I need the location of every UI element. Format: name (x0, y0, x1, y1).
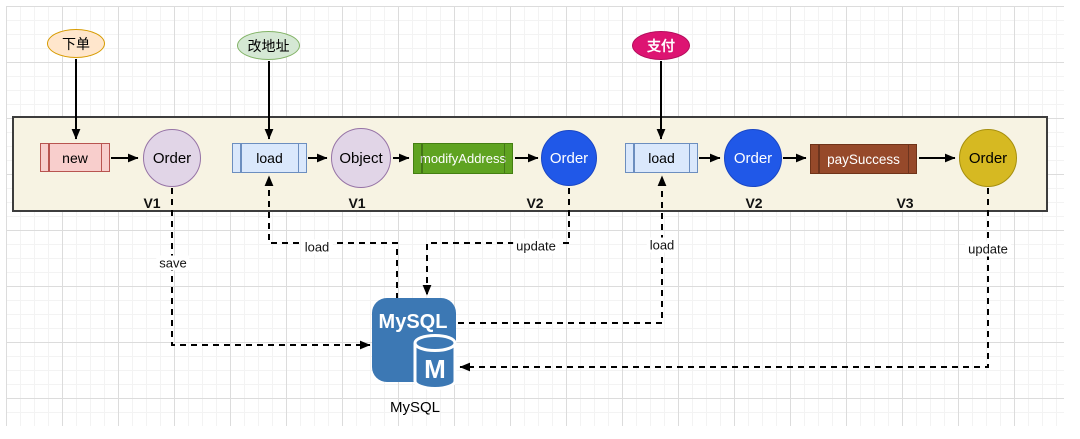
entity-object: Object (331, 128, 391, 188)
trigger-place-order-label: 下单 (62, 35, 90, 52)
entity-order-v2a-label: Order (549, 149, 589, 167)
process-modify-address: modifyAddress (413, 143, 513, 174)
entity-object-label: Object (339, 149, 383, 167)
entity-order-v1: Order (143, 129, 201, 187)
connector-label-update-2: update (965, 241, 1011, 257)
process-pay-success: paySuccess (810, 144, 917, 174)
process-new-label: new (62, 149, 88, 166)
entity-order-v2a: Order (541, 130, 597, 186)
process-new: new (40, 143, 110, 172)
entity-order-v3-label: Order (968, 149, 1008, 167)
database-cylinder-icon: M (413, 334, 457, 390)
connector-label-load-2: load (646, 237, 678, 253)
version-label-v1a: V1 (143, 195, 161, 211)
connector-label-save: save (156, 255, 190, 271)
mysql-icon-title: MySQL (379, 311, 448, 333)
trigger-pay-label: 支付 (647, 37, 675, 54)
entity-order-v2b-label: Order (733, 149, 773, 167)
version-label-v2b: V2 (745, 195, 763, 211)
entity-order-v2b: Order (724, 129, 782, 187)
mysql-icon-letter: M (424, 354, 446, 384)
version-label-v3: V3 (896, 195, 914, 211)
trigger-pay: 支付 (632, 31, 690, 60)
trigger-change-address-label: 改地址 (247, 37, 290, 54)
entity-order-v3: Order (959, 129, 1017, 187)
grid-background (6, 6, 1064, 426)
connector-label-load-1: load (301, 239, 333, 255)
process-modify-address-label: modifyAddress (420, 151, 506, 166)
trigger-place-order: 下单 (47, 29, 105, 58)
mysql-caption: MySQL (389, 399, 440, 416)
version-label-v1b: V1 (348, 195, 366, 211)
process-pay-success-label: paySuccess (827, 151, 900, 167)
process-load-2: load (625, 143, 698, 173)
trigger-change-address: 改地址 (237, 31, 300, 60)
mysql-database-icon: MySQL M (372, 298, 457, 390)
entity-order-v1-label: Order (152, 149, 192, 167)
process-load-1: load (232, 143, 307, 173)
process-load-2-label: load (648, 150, 675, 166)
process-load-1-label: load (256, 150, 283, 166)
version-label-v2a: V2 (526, 195, 544, 211)
connector-label-update-1: update (513, 238, 559, 254)
